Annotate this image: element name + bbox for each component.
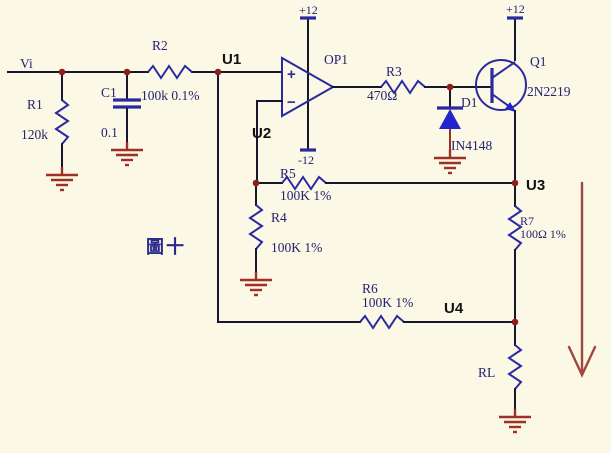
junction-dot	[123, 68, 131, 76]
transistor-circle	[475, 59, 527, 111]
r7-value: 100Ω 1%	[520, 227, 566, 241]
junction-dot	[214, 68, 222, 76]
r1-ref: R1	[27, 97, 43, 112]
op1-ref: OP1	[324, 52, 348, 67]
r7-ref: R7	[520, 214, 534, 228]
feedback-row-r6: R6 100K 1% U4	[217, 281, 516, 329]
r1-value: 120k	[21, 127, 48, 142]
noninverting-input-sign: +	[287, 66, 296, 83]
capacitor-c1: C1 0.1	[101, 71, 145, 167]
r3-ref: R3	[386, 64, 402, 79]
current-direction-arrow-icon	[567, 181, 597, 378]
ground-symbol-r1	[44, 165, 80, 192]
inverting-input-sign: −	[287, 94, 296, 111]
resistor-r3: R3 470Ω	[367, 64, 493, 103]
rl-ref: RL	[478, 365, 495, 380]
junction-dot	[446, 83, 454, 91]
r5-value: 100K 1%	[280, 188, 331, 203]
r6-ref: R6	[362, 281, 378, 296]
transistor-emitter-lead	[491, 93, 511, 108]
transistor-emitter-arrow	[505, 102, 516, 112]
junction-dot	[511, 318, 519, 326]
q1-ref: Q1	[530, 54, 547, 69]
ground-symbol-r4	[238, 270, 274, 297]
opamp-positive-supply-label: +12	[299, 3, 318, 17]
ground-symbol-c1	[109, 140, 145, 167]
junction-dot	[252, 179, 260, 187]
r3-value: 470Ω	[367, 88, 397, 103]
resistor-rl: RL	[478, 321, 533, 434]
r4-ref: R4	[271, 210, 287, 225]
ground-symbol-d1	[432, 148, 468, 175]
c1-ref: C1	[101, 85, 117, 100]
node-u4-label: U4	[444, 300, 464, 317]
resistor-r1: R1 120k	[21, 71, 80, 192]
junction-dot	[58, 68, 66, 76]
resistor-r4: R4 100K 1%	[238, 182, 322, 297]
r2-value: 100k 0.1%	[141, 88, 200, 103]
ground-symbol-rl	[497, 407, 533, 434]
opamp-negative-supply-label: -12	[298, 153, 314, 167]
d1-value: IN4148	[451, 138, 492, 153]
junction-dot	[511, 179, 519, 187]
r4-value: 100K 1%	[271, 240, 322, 255]
d1-ref: D1	[461, 95, 478, 110]
node-u2-label: U2	[252, 125, 271, 142]
r6-value: 100K 1%	[362, 295, 413, 310]
node-u1: U1	[217, 51, 241, 323]
junction-dots	[58, 68, 519, 326]
input-label: Vi	[20, 56, 33, 71]
node-u3-label: U3	[526, 177, 545, 194]
diode-triangle	[439, 109, 461, 129]
q1-value: 2N2219	[527, 84, 571, 99]
c1-value: 0.1	[101, 125, 118, 140]
diode-d1: D1 IN4148	[432, 86, 492, 175]
opamp-triangle	[281, 56, 336, 118]
q1-positive-supply-label: +12	[506, 2, 525, 16]
figure-caption: 圖十	[146, 236, 186, 257]
node-u1-label: U1	[222, 51, 241, 68]
transistor-q1: +12 Q1 2N2219	[475, 2, 571, 184]
transistor-collector-lead	[491, 61, 516, 79]
resistor-r7: R7 100Ω 1%	[508, 182, 566, 323]
r5-ref: R5	[280, 166, 296, 181]
resistor-r2: R2 100k 0.1%	[141, 38, 200, 103]
r2-ref: R2	[152, 38, 168, 53]
opamp-op1: +12 -12 + − OP1	[256, 3, 382, 184]
feedback-row-r5: R5 100K 1% U3	[255, 166, 545, 203]
